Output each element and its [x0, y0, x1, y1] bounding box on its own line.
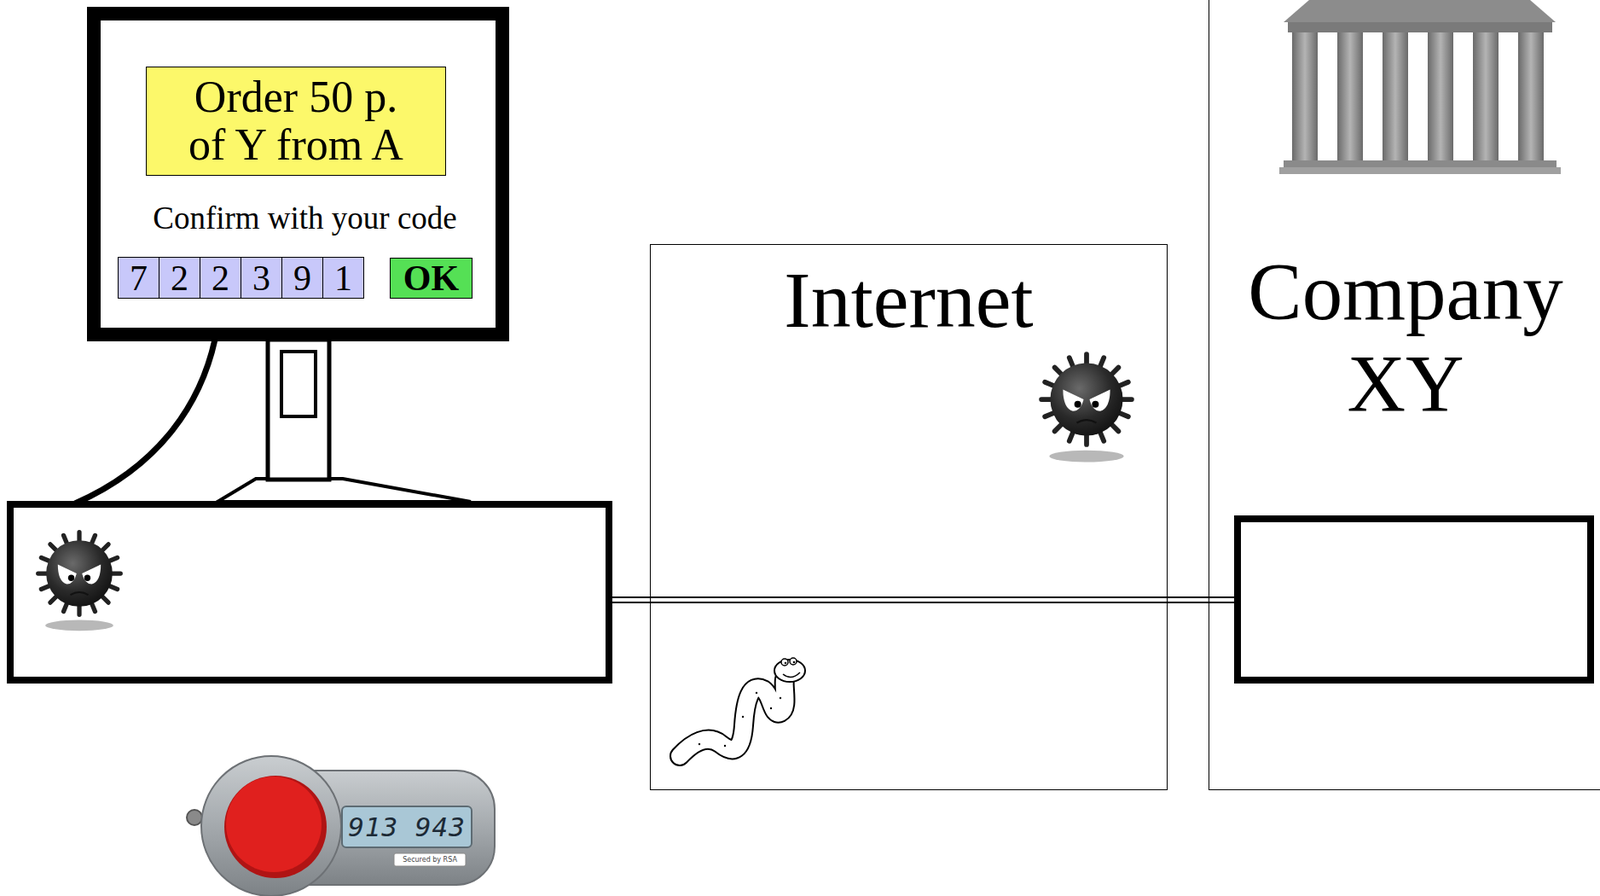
network-wire: [612, 601, 1235, 603]
token-display-code: 913 943: [342, 805, 472, 847]
code-digit-text: 7: [129, 259, 148, 297]
code-digit-text: 2: [211, 259, 230, 297]
code-digit-text: 3: [252, 259, 271, 297]
virus-icon: [1041, 353, 1132, 462]
code-digit: 1: [322, 256, 365, 299]
company-region: Company XY: [1208, 0, 1600, 790]
code-digit-text: 2: [170, 259, 189, 297]
token-brand-text: Secured by RSA: [394, 852, 466, 866]
worm-icon: [679, 657, 806, 756]
server-box: [1237, 518, 1591, 680]
ok-button: OK: [389, 257, 473, 299]
internet-box: Internet: [649, 243, 1168, 790]
company-region-text: Company XY: [1217, 245, 1594, 430]
company-building-icon: [1279, 0, 1561, 174]
code-digit: 2: [199, 256, 242, 299]
code-digit-text: 9: [293, 259, 312, 297]
monitor-stand-neck: [267, 339, 330, 480]
computer-box: [10, 504, 609, 680]
virus-icon: [38, 532, 122, 632]
security-token: [186, 755, 495, 896]
code-digit: 2: [158, 256, 201, 299]
network-wire: [612, 596, 1235, 598]
ok-button-text: OK: [403, 259, 459, 297]
monitor-stand-bracket: [281, 351, 316, 417]
code-digit: 7: [117, 256, 160, 299]
monitor-stand-base: [217, 478, 471, 502]
code-digit: 3: [240, 256, 283, 299]
monitor-cable: [75, 339, 215, 504]
code-digit: 9: [281, 256, 324, 299]
code-digit-text: 1: [334, 259, 353, 297]
order-box: Order 50 p. of Y from A: [145, 66, 447, 176]
monitor-screen: Confirm with your code Order 50 p. of Y f…: [86, 6, 510, 342]
order-box-text: Order 50 p. of Y from A: [179, 73, 413, 169]
monitor-screen-text: Confirm with your code: [107, 199, 503, 238]
internet-box-text: Internet: [650, 256, 1167, 343]
